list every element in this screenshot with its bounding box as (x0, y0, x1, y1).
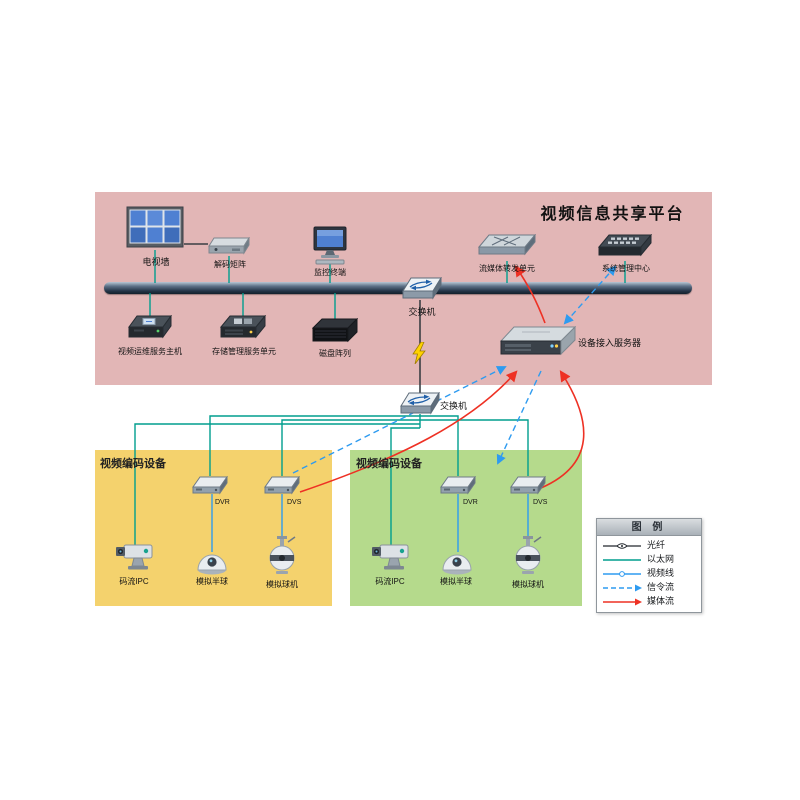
ptz-camera-left-icon (264, 536, 300, 578)
disk-array-icon (311, 317, 359, 346)
access-server-label: 设备接入服务器 (578, 338, 642, 348)
switch-top-label: 交换机 (408, 307, 436, 317)
dome-right-label: 模拟半球 (440, 577, 472, 586)
tv-wall-icon (126, 206, 184, 250)
video-line-icon (603, 570, 641, 577)
dvr-right-label: DVR (463, 499, 478, 506)
legend-item-fiber: 光纤 (602, 540, 696, 551)
ipc-left-label: 码流IPC (119, 577, 149, 586)
system-mgmt-center-icon (597, 233, 653, 262)
legend-label-video: 视频线 (647, 568, 675, 578)
signaling-arrow-icon (603, 584, 642, 591)
page-title: 视频信息共享平台 (540, 206, 685, 223)
dvr-left-label: DVR (215, 499, 230, 506)
encoder-right-title: 视频编码设备 (356, 458, 422, 470)
dvs-left-label: DVS (287, 499, 302, 506)
stream-forward-unit-label: 流媒体转发单元 (479, 264, 535, 273)
legend-item-signaling: 信令流 (602, 582, 696, 593)
legend-label-fiber: 光纤 (647, 540, 666, 550)
ethernet-line-icon (603, 558, 641, 561)
legend-title: 图 例 (597, 519, 701, 536)
video-ops-host-label: 视频运维服务主机 (118, 347, 182, 356)
legend-item-ethernet: 以太网 (602, 554, 696, 565)
dvs-left-icon (264, 475, 300, 500)
fiber-line-icon (603, 542, 641, 549)
dome-camera-right-icon (440, 548, 474, 576)
monitor-terminal-label: 监控终端 (314, 268, 346, 277)
lightning-icon (411, 341, 427, 365)
dvr-left-icon (192, 475, 228, 500)
switch-top-icon (402, 276, 442, 305)
media-arrow-icon (603, 598, 642, 605)
ipc-left-icon (112, 540, 158, 572)
dvs-right-label: DVS (533, 499, 548, 506)
legend: 图 例 光纤 以太网 视频线 (596, 518, 702, 613)
decoder-matrix-icon (208, 236, 250, 257)
legend-label-signaling: 信令流 (647, 582, 675, 592)
legend-item-media: 媒体流 (602, 596, 696, 607)
storage-mgmt-unit-label: 存储管理服务单元 (212, 347, 276, 356)
ipc-right-icon (368, 540, 414, 572)
network-backbone-bus (104, 282, 692, 294)
ipc-right-label: 码流IPC (375, 577, 405, 586)
dvs-right-icon (510, 475, 546, 500)
switch-bottom-icon (400, 391, 440, 420)
tv-wall-label: 电视墙 (142, 257, 170, 267)
legend-label-ethernet: 以太网 (647, 554, 675, 564)
decoder-matrix-label: 解码矩阵 (214, 260, 246, 269)
dome-left-label: 模拟半球 (196, 577, 228, 586)
storage-mgmt-unit-icon (219, 314, 267, 345)
dome-camera-left-icon (195, 548, 229, 576)
stream-forward-unit-icon (477, 233, 537, 262)
legend-item-video: 视频线 (602, 568, 696, 579)
access-server-icon (499, 325, 577, 364)
video-ops-host-icon (128, 314, 172, 345)
system-mgmt-center-label: 系统管理中心 (602, 264, 650, 273)
dvr-right-icon (440, 475, 476, 500)
ball-right-label: 模拟球机 (512, 580, 544, 589)
ball-left-label: 模拟球机 (266, 580, 298, 589)
encoder-left-title: 视频编码设备 (100, 458, 166, 470)
monitor-terminal-icon (310, 226, 350, 266)
switch-bottom-label: 交换机 (440, 401, 468, 411)
disk-array-label: 磁盘阵列 (319, 349, 351, 358)
ptz-camera-right-icon (510, 536, 546, 578)
legend-label-media: 媒体流 (647, 596, 675, 606)
